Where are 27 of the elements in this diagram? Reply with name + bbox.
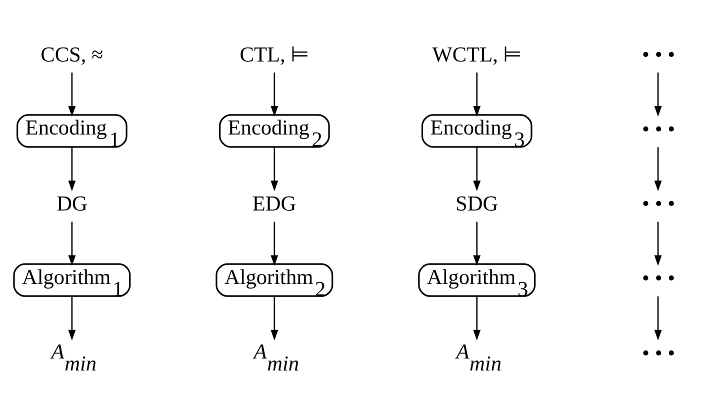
arrow: [68, 221, 76, 266]
node-text: EDG: [252, 191, 296, 216]
arrow: [68, 146, 76, 191]
arrow: [270, 296, 278, 340]
arrow: [68, 72, 76, 116]
arrow: [473, 146, 481, 191]
node-text: DG: [56, 191, 88, 216]
node-text: SDG: [456, 191, 498, 216]
node-text: CTL, ⊨: [240, 42, 309, 66]
node-text: WCTL, ⊨: [432, 42, 522, 66]
arrow: [270, 72, 278, 116]
arrow: [473, 72, 481, 116]
node-text: • • •: [642, 266, 676, 290]
arrow: [654, 146, 662, 191]
arrow: [654, 296, 662, 340]
arrow: [270, 221, 278, 266]
arrow: [270, 146, 278, 191]
node-text: • • •: [642, 42, 676, 66]
arrow: [473, 296, 481, 340]
arrow: [68, 296, 76, 340]
arrow: [473, 221, 481, 266]
node-text: • • •: [642, 340, 676, 364]
node-text: • • •: [642, 116, 676, 140]
arrow: [654, 72, 662, 116]
node-text: CCS, ≈: [40, 42, 104, 66]
node-text: • • •: [642, 191, 676, 216]
arrow: [654, 221, 662, 266]
